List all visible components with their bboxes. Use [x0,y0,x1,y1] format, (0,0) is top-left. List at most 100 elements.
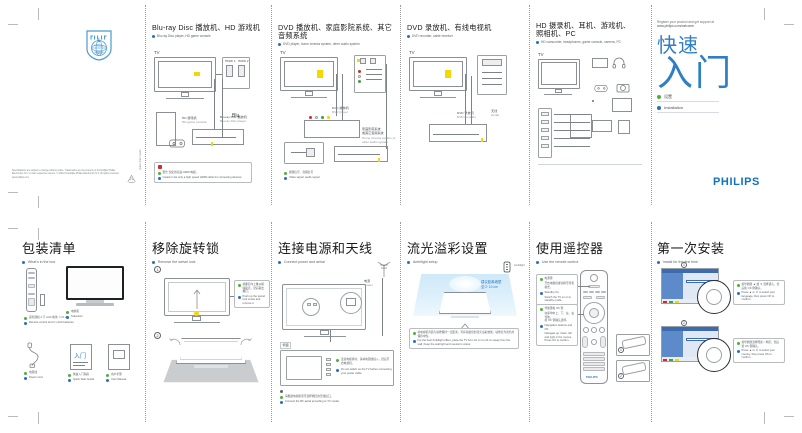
panel-subtitle: Blu-ray Disc player, HD game console [152,34,264,38]
aerial-antenna-icon [374,260,394,283]
standby-button[interactable] [590,274,598,282]
callout-text-cn: 导航键和 OK 键 [544,307,564,310]
callout-row: 连接电视机时，请将电源线插入，然后开启电视机。 [336,358,392,365]
panel-hd-camcorder: HD 摄录机、耳机、游戏机、 照相机、PC HD camcorder, head… [536,21,648,192]
volume-rocker[interactable] [582,336,588,348]
rca-red-jack [309,116,312,119]
panel-subtitle-text: Install for the first time [662,259,699,264]
color-button-green[interactable] [589,291,594,293]
footnote-row: Connect the RF aerial according to TV mo… [280,400,370,405]
panel-title: HD 摄录机、耳机、游戏机、 照相机、PC [536,21,631,39]
panel-subtitle-text: Blu-ray Disc player, HD game console [157,33,211,38]
camcorder-illustration [592,58,608,68]
hero-link-settings[interactable]: 设置 [657,94,719,102]
guide-button[interactable] [596,296,605,299]
tv-stand-base [544,94,572,95]
numeric-keypad[interactable] [583,357,605,361]
color-button-blue[interactable] [601,291,606,293]
list-item: 遥控器和 2 节 AAA 电池（1.5 V） [24,316,98,321]
remote-button [28,284,35,288]
cable [471,76,472,124]
tv-stand-base [291,97,327,98]
callout-text: 按导航键选择国家／地区，然后按 OK 键确认。 [741,341,780,348]
callout-text: 将电视机背面与墙壁保持一定距离，可获得最佳的流光溢彩效果。墙壁应为浅色并保持中性… [417,331,515,338]
home-button[interactable] [591,327,597,333]
numeric-keypad[interactable] [583,352,605,356]
list-item: Power cord [24,376,74,381]
masthead: Register your product and get support at… [657,20,787,113]
channel-rocker[interactable] [600,336,606,348]
menu-footer-bar [662,357,718,361]
bullet-icon [336,369,339,373]
callout-text-detail: 在菜单中上、下、左、右导航。 按 OK 键确认选择。 [544,312,575,323]
hero-link-installation[interactable]: Installation [657,105,719,113]
legend-row: Video signal, audio signal [284,176,364,181]
home-cinema-note-cn: 家庭影院系统 或其它音频系统 [362,127,384,135]
callout-text-detail: Navigate up, down, left and right in the… [544,332,572,343]
bullet-icon [657,105,661,110]
color-button-red[interactable] [583,291,588,293]
panel-title: 流光溢彩设置 [407,241,489,256]
hdmi-connector [226,65,233,77]
bullet-icon [284,177,287,181]
callout-row: 导航键和 OK 键 [539,307,575,312]
callout-row: 在菜单中上、下、左、右导航。 按 OK 键确认选择。 [540,312,575,323]
connector-zoom-circle [302,298,320,316]
bullet-icon [284,172,287,176]
panel-subtitle: Install for the first time [657,260,787,265]
list-item: 电源线 [24,371,74,376]
svg-text:Blu: Blu [232,113,239,119]
rca-green-jack [358,80,361,83]
panel-title: DVD 录放机、有线电视机 [407,23,492,32]
register-url[interactable]: www.philips.com/welcome [657,24,695,29]
booklet-cover-title: 入门 [74,354,87,360]
crop-mark [38,412,39,424]
menu-button[interactable] [583,296,592,299]
camera-icon [616,80,630,98]
fold-line [271,222,272,422]
numeric-keypad[interactable] [583,367,605,371]
device-label-en: DVD recorder [457,115,476,119]
crop-mark [784,24,794,25]
tv-stand-base [304,336,346,337]
back-button[interactable] [583,327,589,333]
ambilight-badge-label: Ambilight [514,264,525,267]
step-1-callout: 按导航键 ▲ 或 ▼ 选择语言，然后按 OK 键确认。 Press ▲ or ▼… [733,280,785,305]
panel-subtitle: Remove the swivel lock [152,260,270,265]
remote-button [28,298,35,306]
bullet-icon [66,316,69,320]
side-port [541,136,549,140]
bullet-icon [539,308,543,312]
menu-header-bar [662,327,718,331]
side-port [541,144,549,148]
options-button[interactable] [599,327,605,333]
legend-row: 视频信号、音频信号 [284,171,350,176]
bullet-icon [736,292,740,296]
rotation-arrow-left-icon [169,334,181,352]
philips-shield-logo [86,30,112,61]
crop-mark [764,412,765,424]
callout-row: 电源键 [539,277,575,282]
bullet-icon [657,260,661,265]
ci-card-illustration [592,120,612,132]
tv-tilted-inner [180,341,242,360]
mute-button[interactable] [591,339,597,345]
fold-line [145,5,146,205]
callout-row: Do not switch on the TV before connectin… [336,368,392,375]
fold-line [271,5,272,205]
tv-label: TV [409,50,415,55]
bullet-icon [280,401,283,405]
color-button-yellow[interactable] [595,291,600,293]
cable [386,64,387,149]
callout-text: Push up the swivel lock screw and remove… [242,294,265,305]
hdmi-port-highlight [194,72,200,76]
panel-subtitle-text: Remove the swivel lock [157,259,196,264]
numeric-keypad[interactable] [583,362,605,366]
source-button[interactable] [588,285,600,288]
callout-text-cn: 电源键 [544,277,553,280]
cable [465,74,466,124]
ok-button[interactable] [589,308,599,318]
item-label-en: Remote control and 2 x AAA batteries [29,321,74,324]
fold-line [400,222,401,422]
battery-illustration [40,294,45,306]
